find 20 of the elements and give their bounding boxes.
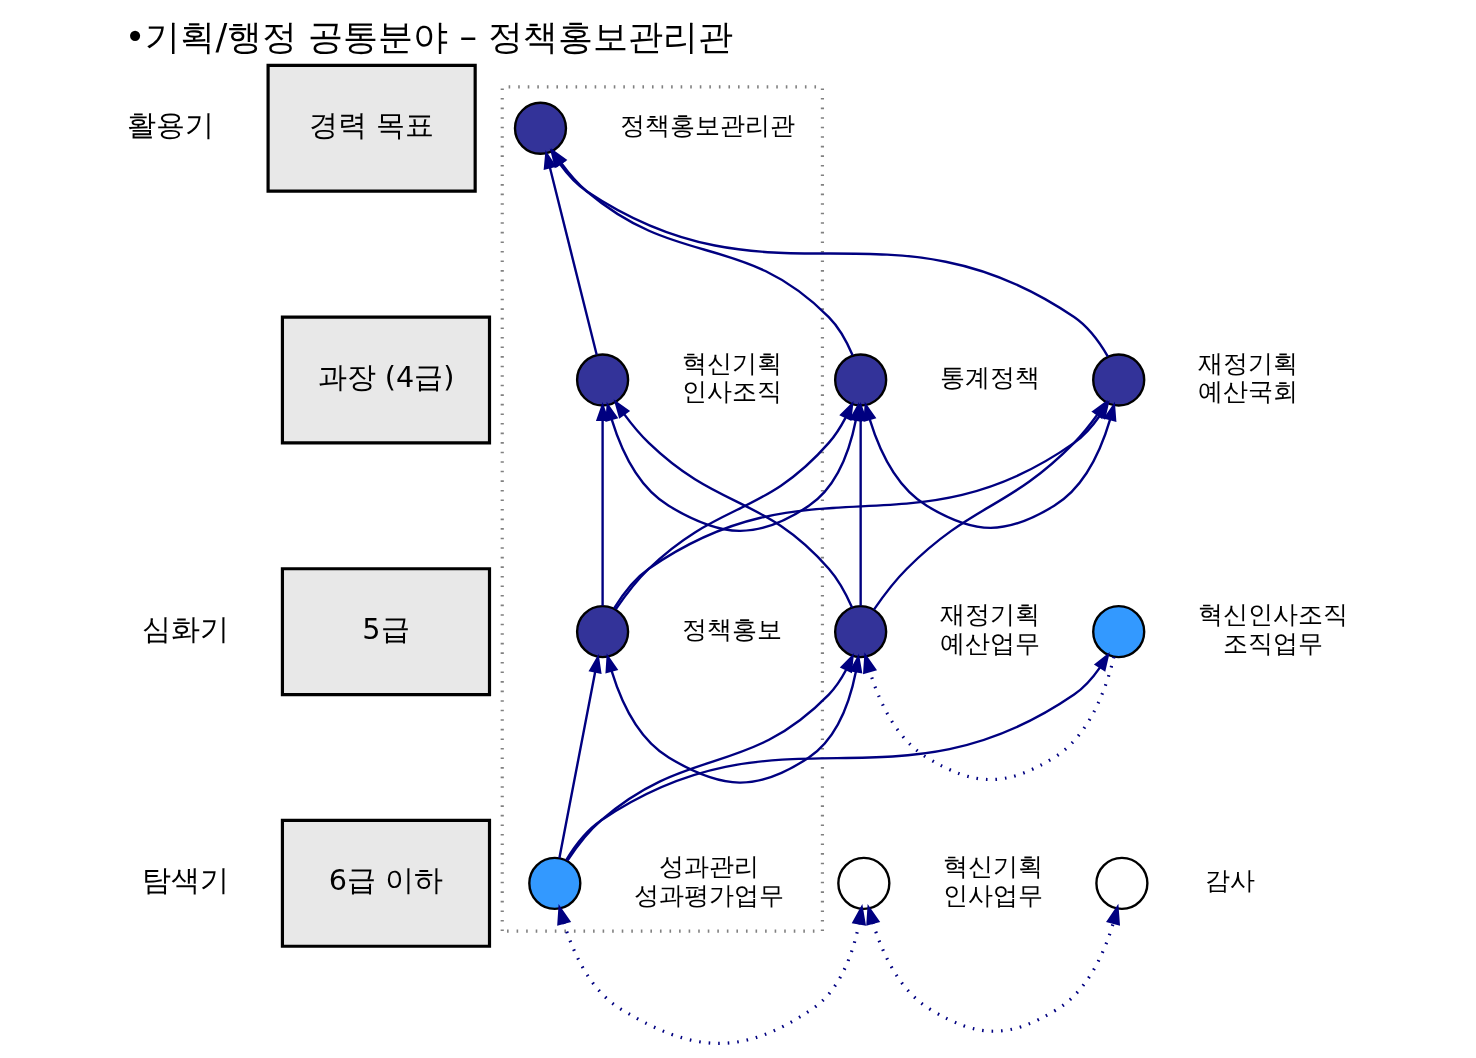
node-label: 예산국회: [1197, 376, 1298, 407]
node-label: 인사업무: [942, 879, 1043, 910]
label: 심화기: [141, 611, 229, 646]
node-label: 예산업무: [939, 628, 1040, 659]
diagram-title: •기획/행정 공통분야 – 정책홍보관리관: [124, 15, 734, 57]
node-label: 정책홍보관리관: [620, 110, 796, 141]
node-label: 혁신기획: [681, 347, 782, 378]
node-label: 감사: [1205, 865, 1256, 896]
label: 탐색기: [141, 863, 229, 898]
node-label: 성과관리: [659, 851, 760, 882]
label: 활용기: [127, 108, 215, 143]
node-label: 혁신기획: [942, 851, 1043, 882]
node-label: 통계정책: [939, 362, 1040, 393]
node-label: 조직업무: [1223, 628, 1324, 659]
node-label: 성과평가업무: [634, 879, 785, 910]
node-label: 인사조직: [681, 376, 782, 407]
node-label: 재정기획: [939, 599, 1040, 630]
node-label: 정책홍보: [681, 613, 782, 644]
node-label: 혁신인사조직: [1198, 599, 1349, 630]
node-label: 재정기획: [1197, 347, 1298, 378]
